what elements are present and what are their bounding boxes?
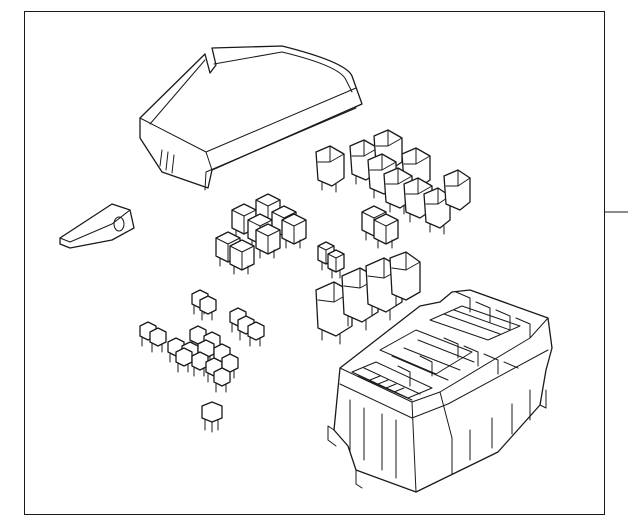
blade-fuse — [247, 321, 265, 347]
mini-relay — [373, 213, 399, 249]
blade-fuse — [199, 295, 217, 321]
diagram-frame — [24, 11, 605, 515]
relay-large — [389, 251, 421, 307]
fuse-block — [281, 213, 307, 249]
relay — [443, 169, 471, 215]
fuse-box-housing — [327, 289, 553, 493]
relay-set — [315, 129, 471, 345]
mini-fuse-set — [139, 193, 307, 433]
mini-relay — [327, 249, 345, 279]
relay — [423, 187, 451, 235]
blade-fuse — [175, 347, 193, 373]
blade-fuse — [213, 367, 231, 393]
blade-fuse — [201, 401, 223, 433]
cover-lock-tool — [59, 203, 135, 249]
relay — [315, 145, 345, 193]
fuse-block — [229, 239, 255, 275]
fuse-block — [255, 223, 281, 259]
blade-fuse — [149, 327, 167, 353]
blade-fuse — [191, 351, 209, 377]
fuse-box-cover — [139, 45, 363, 191]
